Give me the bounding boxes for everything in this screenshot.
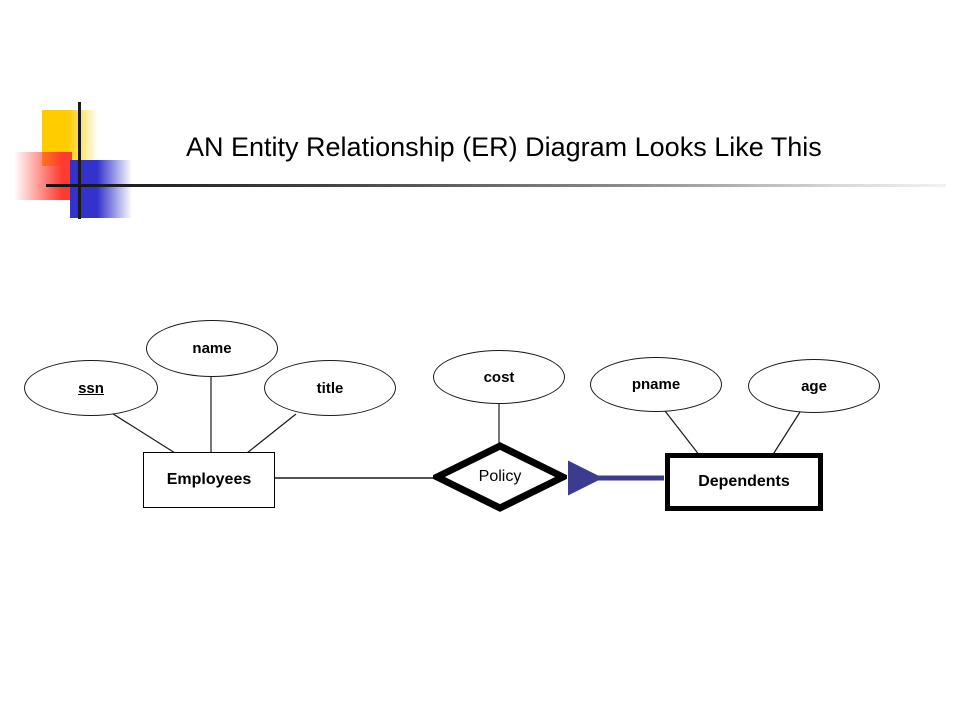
attribute-age[interactable]: age [748,359,880,413]
decoration-vertical-line [78,102,81,219]
slide-header: AN Entity Relationship (ER) Diagram Look… [0,0,960,230]
entity-dependents[interactable]: Dependents [665,453,823,511]
attribute-ssn-label: ssn [78,379,104,397]
attribute-age-label: age [801,377,827,395]
entity-employees-label: Employees [166,471,252,488]
edge-pname-dependents [664,410,701,457]
relationship-policy-shape [433,442,567,512]
attribute-pname[interactable]: pname [590,357,722,412]
relationship-policy[interactable]: Policy [433,442,567,512]
edge-ssn-employees [109,411,176,454]
edge-title-employees [246,413,297,454]
page-title: AN Entity Relationship (ER) Diagram Look… [186,132,822,162]
attribute-cost[interactable]: cost [433,350,565,404]
attribute-ssn[interactable]: ssn [24,360,158,416]
attribute-name-label: name [192,340,232,357]
decoration-square-red [14,152,72,200]
attribute-title[interactable]: title [264,360,396,416]
attribute-cost-label: cost [483,368,515,386]
attribute-title-label: title [316,379,344,397]
entity-dependents-label: Dependents [698,473,790,490]
relationship-policy-label: Policy [478,468,522,485]
attribute-name[interactable]: name [146,320,278,377]
entity-employees[interactable]: Employees [143,452,275,508]
decoration-horizontal-rule [46,184,946,187]
attribute-pname-label: pname [631,376,681,393]
edge-age-dependents [771,411,801,457]
